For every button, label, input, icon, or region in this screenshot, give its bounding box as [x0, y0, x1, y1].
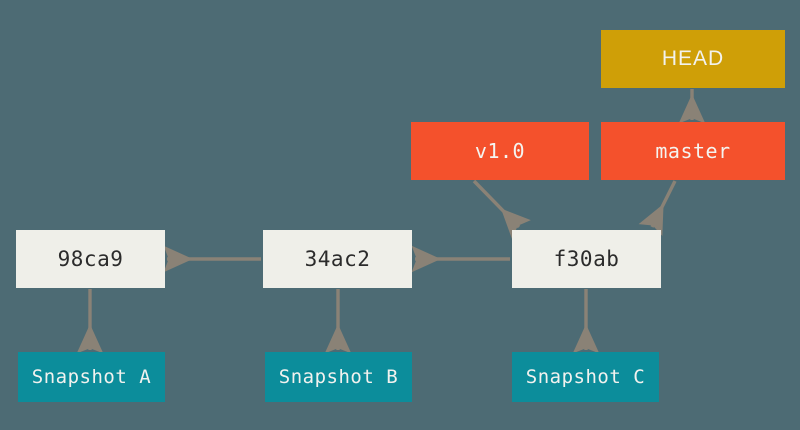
head-pointer-label: HEAD [661, 47, 725, 70]
snapshot-node-b[interactable]: Snapshot B [265, 352, 412, 402]
snapshot-node-b-label: Snapshot B [278, 366, 399, 388]
snapshot-node-a-label: Snapshot A [31, 366, 152, 388]
tag-node-v1-0-label: v1.0 [474, 139, 526, 163]
snapshot-node-c[interactable]: Snapshot C [512, 352, 659, 402]
snapshot-node-c-label: Snapshot C [525, 366, 646, 388]
snapshot-node-a[interactable]: Snapshot A [18, 352, 165, 402]
tag-node-v1-0[interactable]: v1.0 [411, 122, 589, 180]
edge-v10-to-f30ab [472, 179, 531, 239]
commit-node-34ac2-label: 34ac2 [304, 247, 371, 271]
commit-node-f30ab[interactable]: f30ab [512, 230, 661, 288]
edge-master-to-f30ab [638, 180, 677, 236]
branch-node-master[interactable]: master [601, 122, 785, 180]
head-pointer-node[interactable]: HEAD [601, 30, 785, 88]
branch-node-master-label: master [655, 139, 731, 163]
commit-node-98ca9-label: 98ca9 [57, 247, 124, 271]
commit-node-f30ab-label: f30ab [553, 247, 620, 271]
commit-node-98ca9[interactable]: 98ca9 [16, 230, 165, 288]
commit-node-34ac2[interactable]: 34ac2 [263, 230, 412, 288]
